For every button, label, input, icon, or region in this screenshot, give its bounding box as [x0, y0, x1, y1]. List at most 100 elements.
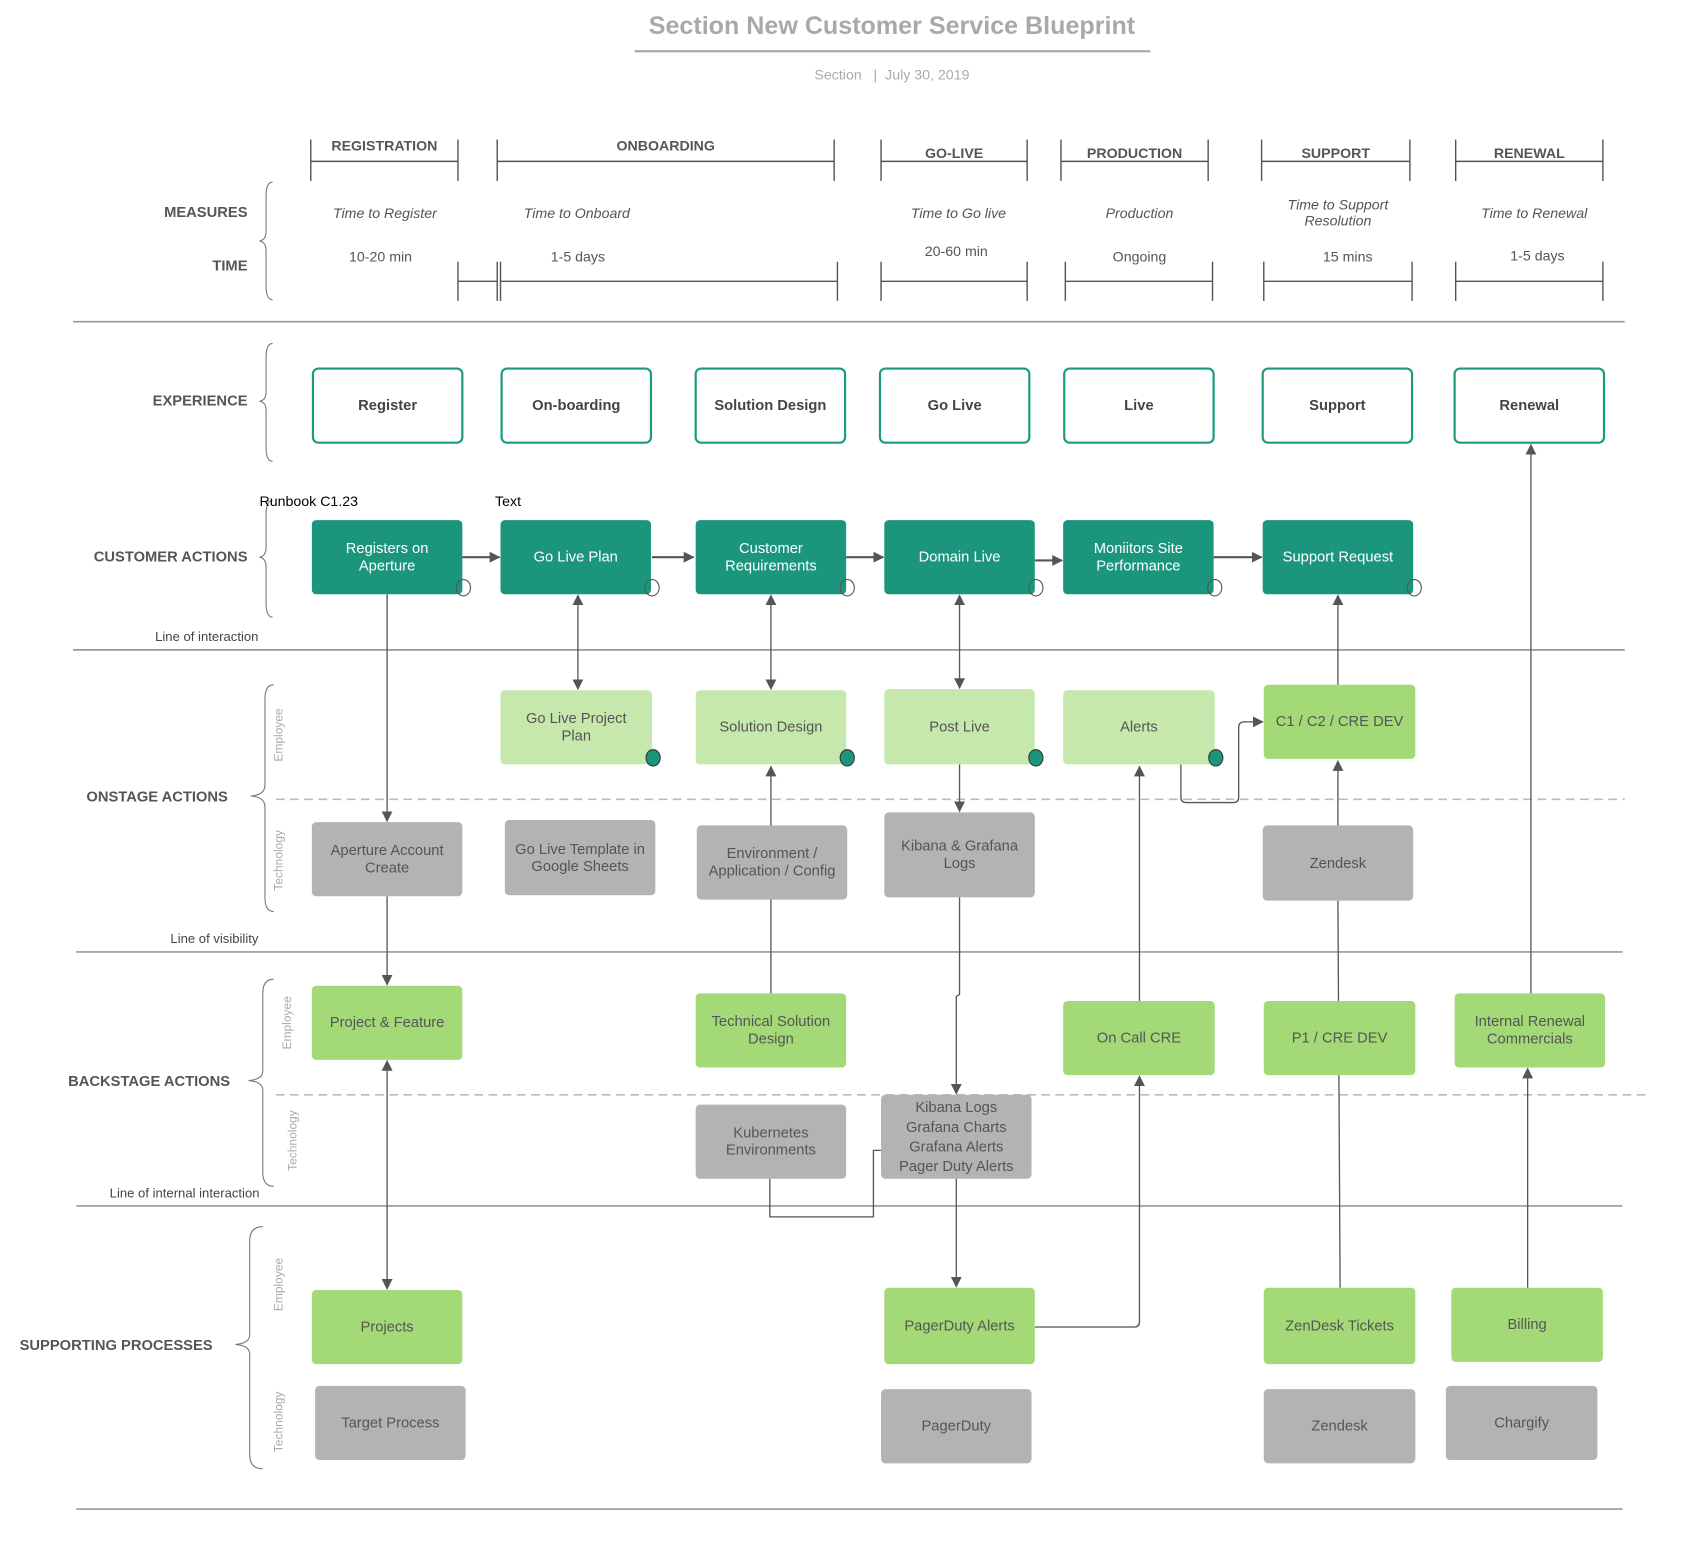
box-label: Target Process — [341, 1414, 440, 1431]
box-label: Support Request — [1282, 548, 1394, 565]
measure-text: Time to Support Resolution — [1287, 196, 1389, 229]
phase-header: RENEWAL — [1493, 145, 1565, 162]
employee-label: Employee — [281, 996, 295, 1050]
runbook-note: Runbook C1.23 — [259, 492, 359, 510]
backstage-employee-box-technical-solution-design[interactable]: Technical Solution Design — [695, 993, 847, 1068]
box-label: Zendesk — [1311, 1417, 1368, 1434]
box-label: Registers on Aperture — [345, 539, 429, 574]
onstage-employee-box-alerts[interactable]: Alerts — [1063, 690, 1224, 767]
measure-text: Time to Renewal — [1481, 204, 1588, 222]
box-label: On-boarding — [532, 396, 621, 414]
label-measures: MEASURES — [164, 203, 248, 221]
experience-box-support[interactable]: Support — [1261, 367, 1414, 444]
box-label: Post Live — [929, 718, 990, 735]
customer-actions-box-registers-on-aperture[interactable]: Registers on Aperture — [311, 520, 472, 597]
supporting-employee-box-projects[interactable]: Projects — [311, 1289, 463, 1365]
onstage-employee-box-go-live-project-plan[interactable]: Go Live Project Plan — [500, 690, 661, 767]
box-label: ZenDesk Tickets — [1285, 1317, 1394, 1334]
phase-header: ONBOARDING — [616, 137, 715, 154]
experience-box-go-live[interactable]: Go Live — [878, 367, 1031, 444]
box-label: Solution Design — [714, 396, 827, 414]
backstage-technology-box-kubernetes-environments[interactable]: Kubernetes Environments — [695, 1104, 847, 1179]
box-label: Chargify — [1494, 1414, 1550, 1431]
onstage-technology-box-environment-application-config[interactable]: Environment / Application / Config — [696, 825, 848, 900]
supporting-employee-box-billing[interactable]: Billing — [1451, 1287, 1603, 1362]
onstage-employee-box-solution-design[interactable]: Solution Design — [695, 690, 855, 767]
box-label: Go Live Project Plan — [525, 709, 627, 744]
box-label: Billing — [1507, 1316, 1547, 1333]
supporting-technology-box-chargify[interactable]: Chargify — [1445, 1385, 1598, 1461]
box-label: Environment / Application / Config — [708, 845, 836, 879]
label-time: TIME — [212, 257, 248, 274]
onstage-technology-box-zendesk[interactable]: Zendesk — [1262, 825, 1414, 901]
box-label: On Call CRE — [1096, 1029, 1182, 1046]
time-value: 1-5 days — [1510, 247, 1565, 264]
backstage-employee-box-p1-cre-dev[interactable]: P1 / CRE DEV — [1263, 1000, 1416, 1076]
label-supporting-processes: SUPPORTING PROCESSES — [19, 1336, 213, 1354]
line-of-interaction-label: Line of interaction — [155, 629, 259, 645]
time-value: 20-60 min — [924, 243, 988, 260]
box-label: Aperture Account Create — [330, 841, 444, 876]
line-of-internal-interaction-label: Line of internal interaction — [109, 1185, 260, 1201]
text-note: Text — [495, 492, 522, 510]
measure-text: Production — [1105, 204, 1174, 222]
box-label: Kubernetes Environments — [725, 1124, 816, 1159]
phase-header: SUPPORT — [1301, 145, 1371, 162]
phase-header: REGISTRATION — [331, 137, 438, 154]
box-label: Customer Requirements — [725, 539, 817, 574]
box-label: Domain Live — [918, 548, 1001, 565]
connection-point-icon — [1028, 749, 1044, 767]
backstage-employee-box-internal-renewal-commercials[interactable]: Internal Renewal Commercials — [1454, 993, 1606, 1068]
time-value: 15 mins — [1322, 248, 1373, 265]
supporting-technology-box-target-process[interactable]: Target Process — [315, 1385, 466, 1461]
box-label: Go Live — [927, 396, 982, 414]
supporting-technology-box-pagerduty[interactable]: PagerDuty — [881, 1389, 1032, 1464]
connection-point-icon — [1208, 749, 1224, 767]
customer-actions-box-go-live-plan[interactable]: Go Live Plan — [500, 520, 660, 597]
backstage-employee-box-on-call-cre[interactable]: On Call CRE — [1063, 1000, 1215, 1076]
box-label: Alerts — [1120, 718, 1158, 735]
measure-text: Time to Register — [332, 204, 437, 222]
box-label: Technical Solution Design — [711, 1012, 831, 1047]
onstage-technology-box-aperture-account-create[interactable]: Aperture Account Create — [311, 822, 463, 897]
box-label: Support — [1309, 396, 1366, 414]
supporting-employee-box-zendesk-tickets[interactable]: ZenDesk Tickets — [1263, 1287, 1416, 1365]
experience-box-on-boarding[interactable]: On-boarding — [500, 367, 653, 444]
onstage-employee-box-post-live[interactable]: Post Live — [884, 689, 1044, 767]
date: July 30, 2019 — [885, 66, 970, 83]
connection-point-icon — [1028, 579, 1044, 597]
customer-actions-box-customer-requirements[interactable]: Customer Requirements — [695, 520, 855, 597]
supporting-technology-box-zendesk[interactable]: Zendesk — [1263, 1389, 1416, 1464]
customer-actions-box-moniitors-site-performance[interactable]: Moniitors Site Performance — [1063, 520, 1223, 597]
experience-box-solution-design[interactable]: Solution Design — [694, 367, 847, 444]
box-label: Register — [358, 396, 418, 414]
box-label: PagerDuty — [921, 1417, 992, 1434]
box-label: Internal Renewal Commercials — [1474, 1012, 1586, 1047]
experience-box-renewal[interactable]: Renewal — [1453, 367, 1606, 444]
page-title: Section New Customer Service Blueprint — [648, 10, 1136, 40]
box-label: Renewal — [1499, 396, 1560, 414]
phase-header: GO-LIVE — [924, 145, 984, 162]
label-onstage-actions: ONSTAGE ACTIONS — [86, 788, 228, 805]
onstage-technology-box-go-live-template-in-google-sheets[interactable]: Go Live Template in Google Sheets — [504, 819, 656, 896]
box-label: Zendesk — [1309, 854, 1367, 871]
separator: | — [873, 66, 878, 83]
experience-box-register[interactable]: Register — [311, 367, 464, 444]
line-of-visibility-label: Line of visibility — [170, 931, 259, 947]
employee-label: Employee — [272, 1257, 286, 1312]
customer-actions-box-domain-live[interactable]: Domain Live — [884, 520, 1044, 597]
box-label: P1 / CRE DEV — [1291, 1029, 1388, 1046]
supporting-employee-box-pagerduty-alerts[interactable]: PagerDuty Alerts — [884, 1287, 1035, 1365]
customer-actions-box-support-request[interactable]: Support Request — [1262, 520, 1422, 597]
backstage-employee-box-project-feature[interactable]: Project & Feature — [311, 985, 463, 1060]
onstage-technology-box-kibana-grafana-logs[interactable]: Kibana & Grafana Logs — [884, 812, 1035, 898]
box-label: PagerDuty Alerts — [904, 1317, 1015, 1334]
technology-label: Technology — [286, 1110, 300, 1171]
connection-point-icon — [839, 749, 855, 767]
connection-point-icon — [455, 579, 472, 597]
onstage-employee-box-c1-c2-cre-dev[interactable]: C1 / C2 / CRE DEV — [1263, 684, 1416, 759]
time-value: 10-20 min — [349, 248, 413, 265]
experience-box-live[interactable]: Live — [1063, 367, 1215, 444]
